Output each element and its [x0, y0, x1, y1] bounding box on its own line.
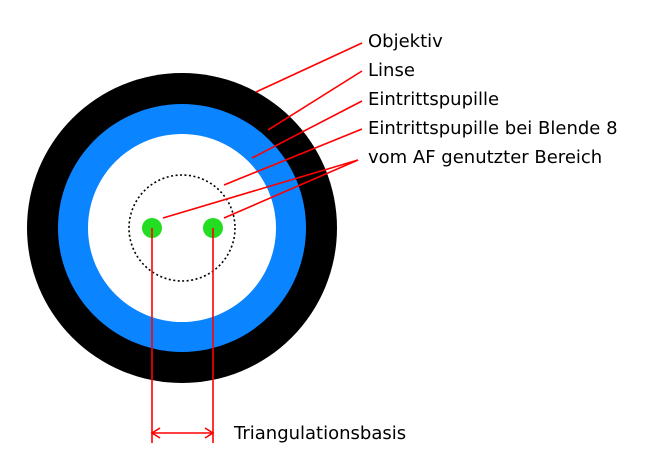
eintrittspupille-area [88, 134, 276, 322]
label-eintrittspupille: Eintrittspupille [368, 89, 500, 110]
label-af-bereich: vom AF genutzter Bereich [368, 147, 603, 168]
leader-linse [267, 70, 363, 131]
leader-af-right [223, 159, 359, 219]
leader-objektiv [255, 42, 363, 93]
leader-eintrittspupille [251, 100, 363, 159]
label-objektiv: Objektiv [368, 31, 443, 52]
label-linse: Linse [368, 60, 415, 81]
arrowhead-left [150, 427, 161, 439]
leader-eintrittspupille-blende [223, 128, 363, 186]
label-eintrittspupille-blende: Eintrittspupille bei Blende 8 [368, 118, 618, 139]
label-triangulationsbasis: Triangulationsbasis [234, 423, 407, 444]
arrowhead-right [204, 427, 215, 439]
leader-af-left [162, 159, 359, 219]
blende-8-circle [128, 174, 236, 282]
